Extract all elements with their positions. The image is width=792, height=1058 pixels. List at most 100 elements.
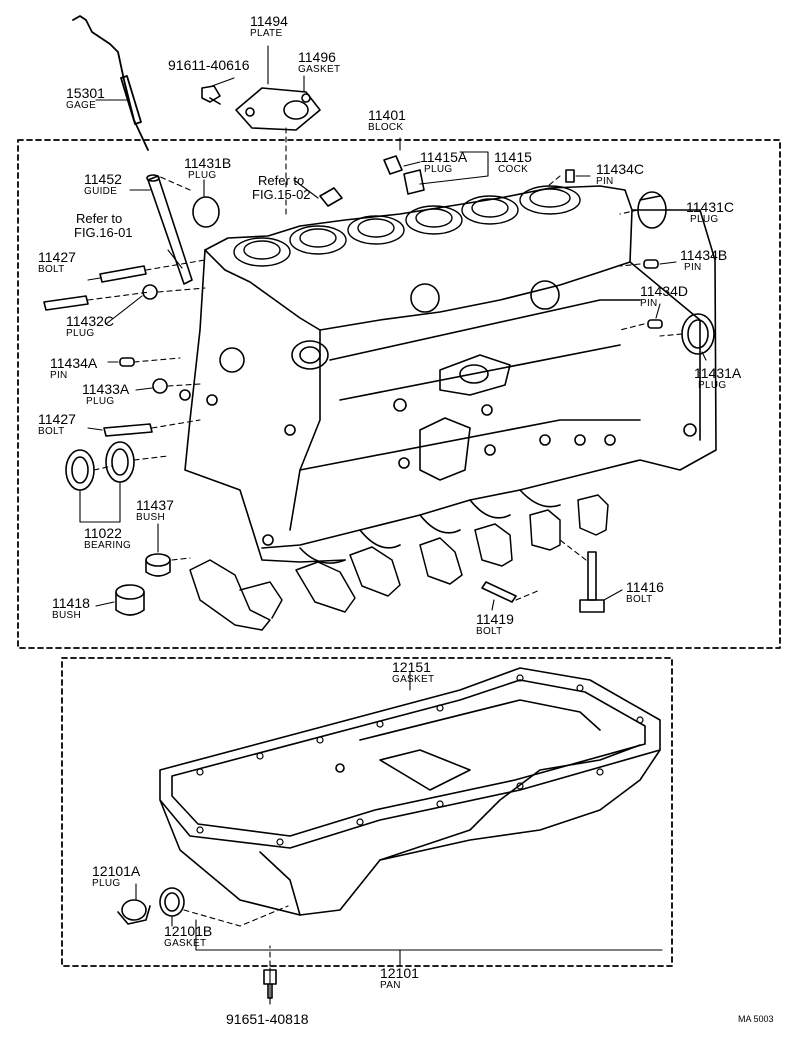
part-number: 11431C bbox=[686, 199, 735, 215]
label-11431c: 11431C PLUG bbox=[686, 200, 734, 225]
part-number: 11431B bbox=[184, 155, 232, 171]
part-number: 11496 bbox=[298, 49, 336, 65]
part-name: GAGE bbox=[66, 100, 97, 111]
label-11416: 11416 BOLT bbox=[626, 580, 664, 605]
stud-11419 bbox=[481, 581, 517, 603]
label-refer-15-02: Refer to FIG.15-02 bbox=[252, 174, 311, 201]
part-name: GASKET bbox=[298, 64, 341, 75]
part-name: BUSH bbox=[52, 610, 81, 621]
part-number: 11419 bbox=[476, 611, 514, 627]
pin-11434d bbox=[647, 319, 663, 329]
bush-11437 bbox=[145, 553, 171, 577]
label-11494: 11494 PLATE bbox=[250, 14, 288, 39]
refer-line-2: FIG.16-01 bbox=[74, 225, 133, 240]
part-name: BLOCK bbox=[368, 122, 404, 133]
part-number: 11432C bbox=[66, 313, 115, 329]
part-name: PLUG bbox=[690, 214, 719, 225]
drain-plug bbox=[117, 899, 151, 925]
studs-11427 bbox=[43, 265, 153, 437]
bearings-11022 bbox=[65, 441, 135, 491]
part-name: PLUG bbox=[66, 328, 95, 339]
part-number: 11431A bbox=[694, 365, 742, 381]
part-name: PLUG bbox=[86, 396, 115, 407]
label-11452: 11452 GUIDE bbox=[84, 172, 122, 197]
label-11427-lower: 11427 BOLT bbox=[38, 412, 76, 437]
part-name: BOLT bbox=[38, 426, 65, 437]
part-number: 11437 bbox=[136, 497, 174, 513]
oil-pan bbox=[159, 667, 661, 916]
part-name: PLATE bbox=[250, 28, 283, 39]
part-name: PAN bbox=[380, 980, 401, 991]
part-number: 12101 bbox=[380, 965, 419, 981]
oil-gage bbox=[72, 15, 149, 151]
plug-11431a bbox=[681, 313, 715, 355]
part-name: PIN bbox=[596, 176, 614, 187]
label-11419: 11419 BOLT bbox=[476, 612, 514, 637]
label-12101: 12101 PAN bbox=[380, 966, 419, 991]
part-number: 11022 bbox=[84, 525, 122, 541]
label-11418: 11418 BUSH bbox=[52, 596, 90, 621]
plug-11432c bbox=[142, 284, 158, 300]
part-number: 91611-40616 bbox=[168, 57, 250, 73]
label-11427-upper: 11427 BOLT bbox=[38, 250, 76, 275]
bolt-91611 bbox=[201, 85, 221, 105]
part-name: PLUG bbox=[188, 170, 217, 181]
plug-11433a bbox=[152, 378, 168, 394]
bolt-11416 bbox=[579, 551, 605, 613]
part-number: 15301 bbox=[66, 85, 105, 101]
part-number: 11401 bbox=[368, 107, 406, 123]
part-name: GASKET bbox=[392, 674, 435, 685]
leader-lines bbox=[79, 45, 707, 1005]
part-name: PIN bbox=[684, 262, 702, 273]
assembly-lines bbox=[87, 127, 683, 967]
part-number: 11434A bbox=[50, 355, 98, 371]
bush-11418 bbox=[115, 584, 145, 616]
label-11415: 11415 COCK bbox=[494, 150, 532, 175]
refer-line-2: FIG.15-02 bbox=[252, 187, 311, 202]
part-number: 12151 bbox=[392, 659, 431, 675]
cylinder-block bbox=[179, 185, 717, 564]
label-11496: 11496 GASKET bbox=[298, 50, 340, 75]
part-name: PIN bbox=[50, 370, 68, 381]
label-refer-16-01: Refer to FIG.16-01 bbox=[74, 212, 133, 239]
label-11434d: 11434D PIN bbox=[640, 284, 688, 309]
label-91611: 91611-40616 bbox=[168, 58, 249, 72]
label-12101b: 12101B GASKET bbox=[164, 924, 212, 949]
part-name: COCK bbox=[498, 164, 529, 175]
drain-gasket bbox=[159, 887, 185, 917]
block-group-frame bbox=[17, 139, 781, 649]
label-91651: 91651-40818 bbox=[226, 1012, 309, 1026]
label-11432c: 11432C PLUG bbox=[66, 314, 114, 339]
plug-11431b bbox=[192, 196, 220, 228]
refer-line-1: Refer to bbox=[76, 211, 123, 226]
plate-gasket bbox=[235, 87, 321, 131]
drain-cock bbox=[383, 155, 425, 195]
label-11415a: 11415A PLUG bbox=[420, 150, 467, 175]
part-name: BEARING bbox=[84, 540, 132, 551]
part-name: BOLT bbox=[476, 626, 503, 637]
part-name: PLUG bbox=[92, 878, 121, 889]
part-name: BUSH bbox=[136, 512, 165, 523]
label-11433a: 11433A PLUG bbox=[82, 382, 129, 407]
part-name: PLUG bbox=[424, 164, 453, 175]
label-11401: 11401 BLOCK bbox=[368, 108, 406, 133]
part-number: 11434D bbox=[640, 283, 689, 299]
part-name: PIN bbox=[640, 298, 658, 309]
part-number: 11418 bbox=[52, 595, 90, 611]
label-11434b: 11434B PIN bbox=[680, 248, 727, 273]
part-number: 11415A bbox=[420, 149, 468, 165]
label-15301: 15301 GAGE bbox=[66, 86, 105, 111]
part-number: 12101A bbox=[92, 863, 141, 879]
part-number: 91651-40818 bbox=[226, 1011, 309, 1027]
part-number: 11434B bbox=[680, 247, 728, 263]
label-11434c: 11434C PIN bbox=[596, 162, 644, 187]
part-number: 11415 bbox=[494, 149, 532, 165]
figure-code: MA 5003 bbox=[738, 1014, 774, 1024]
label-11437: 11437 BUSH bbox=[136, 498, 174, 523]
gage-guide bbox=[146, 174, 193, 285]
part-number: 11416 bbox=[626, 579, 664, 595]
label-11431a: 11431A PLUG bbox=[694, 366, 741, 391]
label-11431b: 11431B PLUG bbox=[184, 156, 231, 181]
label-12101a: 12101A PLUG bbox=[92, 864, 140, 889]
